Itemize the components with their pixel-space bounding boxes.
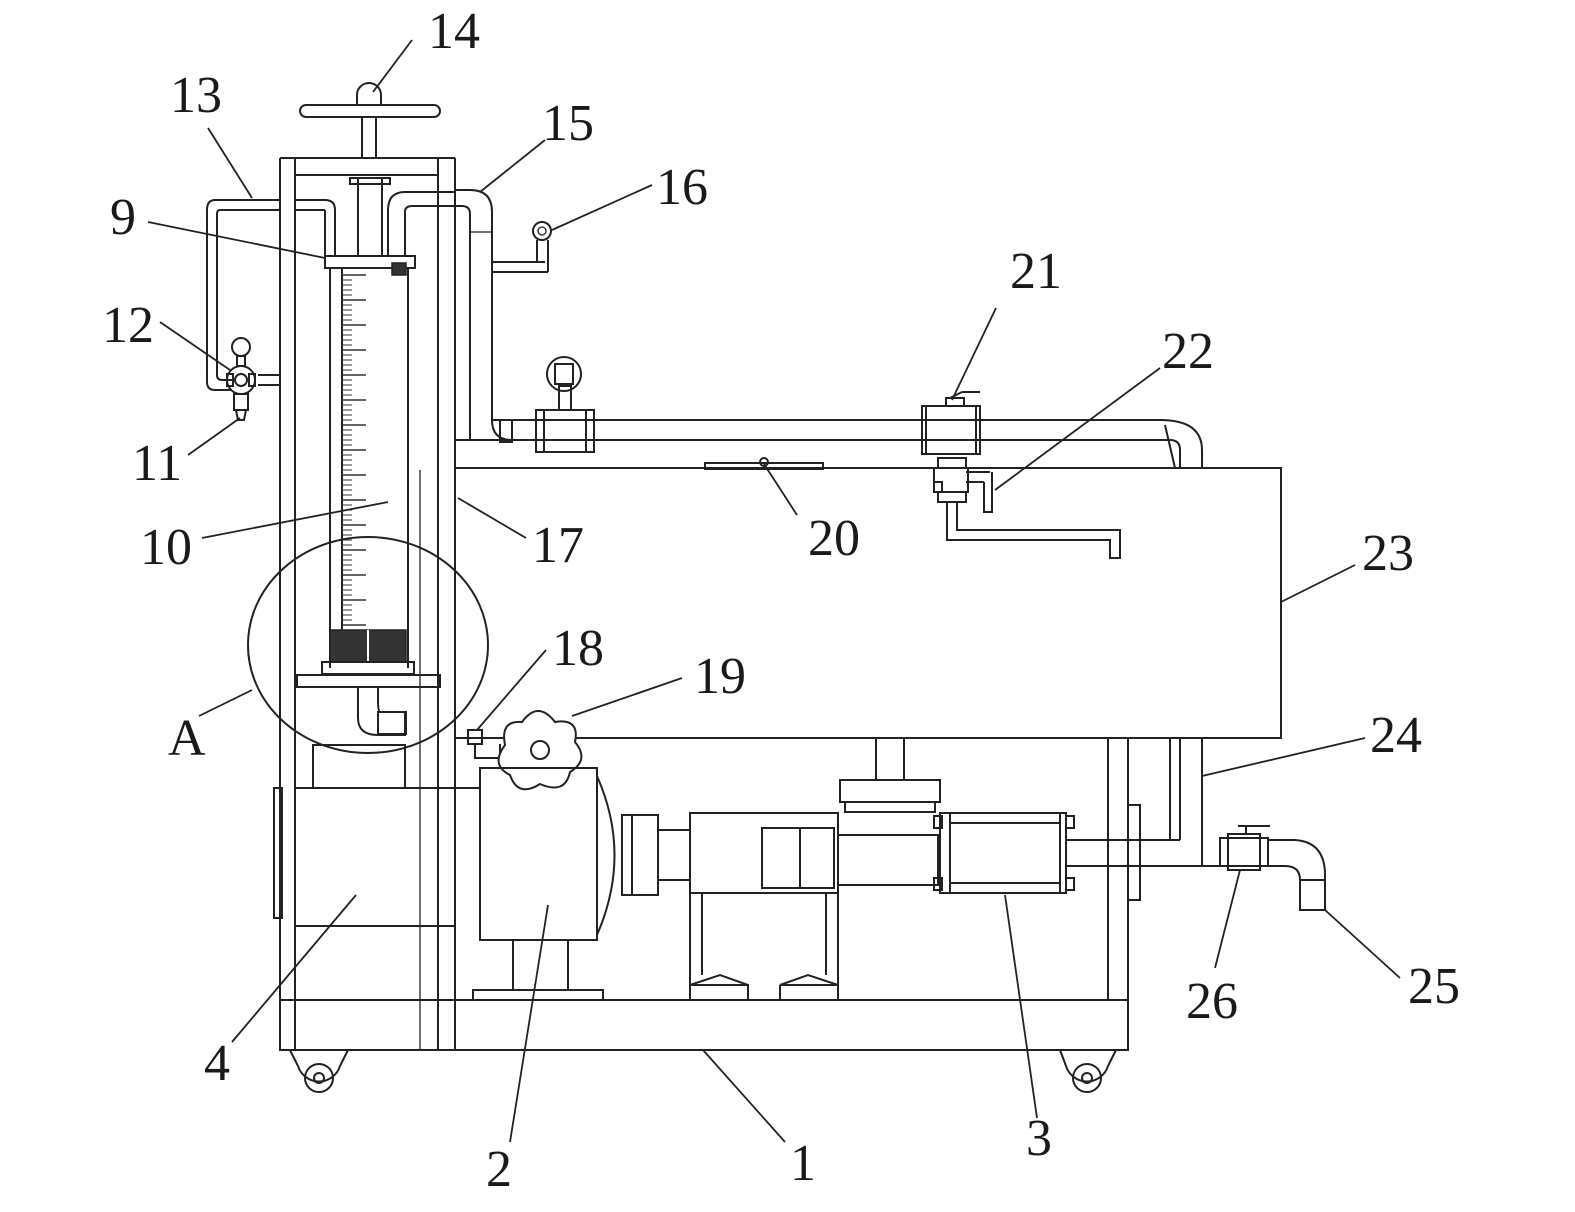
label-21: 21 (1010, 243, 1062, 300)
leader-lines (147, 39, 1401, 1143)
valve-21 (921, 391, 981, 455)
label-18: 18 (552, 620, 604, 677)
drive-assembly-3 (689, 737, 1220, 1000)
elbow-18 (467, 729, 501, 759)
valve-wheel-19 (497, 710, 583, 791)
label-2: 2 (486, 1141, 512, 1198)
measuring-cylinder (321, 255, 416, 736)
valve-12 (226, 337, 256, 395)
cylinder-scale (342, 274, 366, 626)
label-4: 4 (204, 1035, 230, 1092)
outlet-pipe-22 (933, 457, 1121, 559)
wheel-left (289, 1049, 349, 1093)
tank-box (273, 744, 480, 927)
label-26: 26 (1186, 973, 1238, 1030)
water-tank (454, 457, 1282, 739)
wheel-right (1059, 1049, 1117, 1093)
pump-2 (472, 767, 690, 1001)
label-13: 13 (170, 67, 222, 124)
flow-meter (535, 356, 595, 453)
drain-pipe-24 (1169, 738, 1203, 866)
screw-handle (299, 82, 441, 257)
label-15: 15 (542, 95, 594, 152)
label-17: 17 (532, 517, 584, 574)
label-12: 12 (102, 297, 154, 354)
nozzle-11 (233, 393, 249, 421)
pipe-13 (206, 199, 336, 391)
label-25: 25 (1408, 958, 1460, 1015)
label-10: 10 (140, 519, 192, 576)
detail-circle-a (247, 536, 489, 754)
label-20: 20 (808, 510, 860, 567)
label-14: 14 (428, 3, 480, 60)
outlet-elbow-25 (1268, 839, 1326, 911)
label-22: 22 (1162, 323, 1214, 380)
label-11: 11 (132, 435, 182, 492)
label-3: 3 (1026, 1110, 1052, 1167)
label-16: 16 (656, 159, 708, 216)
top-pipe (492, 419, 1203, 469)
pipe-15 (387, 189, 549, 445)
label-9: 9 (110, 189, 136, 246)
label-1: 1 (790, 1135, 816, 1192)
valve-26 (1219, 825, 1270, 871)
gauge-16 (532, 221, 552, 241)
label-A: A (168, 710, 206, 767)
labels: 14 13 15 16 9 12 11 10 17 20 21 22 23 18… (102, 3, 1460, 1198)
label-23: 23 (1362, 525, 1414, 582)
label-19: 19 (694, 648, 746, 705)
label-24: 24 (1370, 707, 1422, 764)
column-frame (279, 157, 456, 1050)
